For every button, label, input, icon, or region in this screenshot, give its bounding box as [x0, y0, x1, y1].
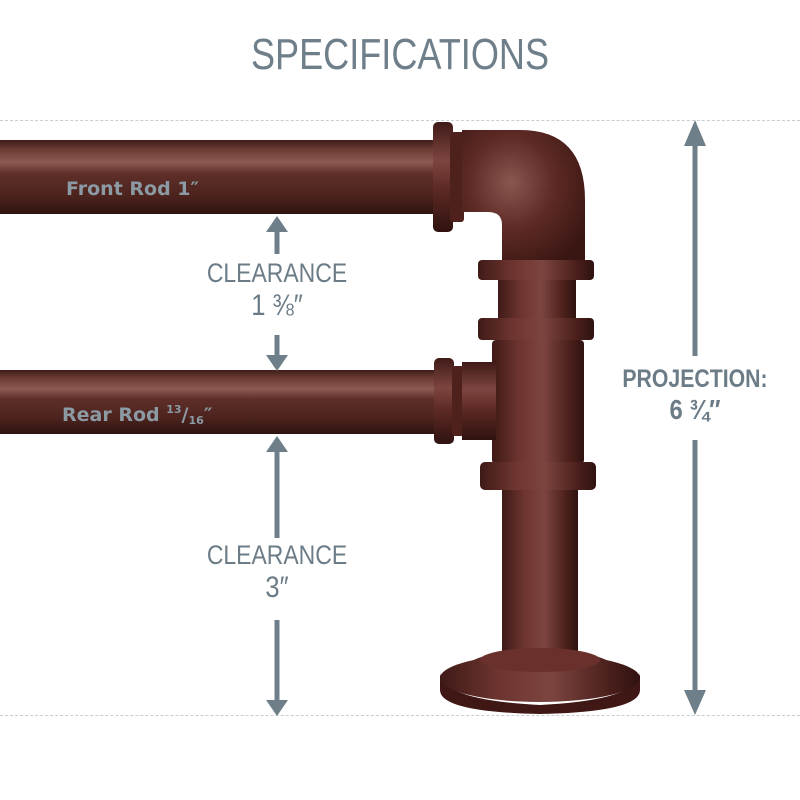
rear-rod-numerator: 13 [166, 403, 182, 416]
projection-value: 6 ¾″ [669, 394, 721, 425]
page-title: SPECIFICATIONS [250, 30, 550, 79]
clearance-top-caption: CLEARANCE [206, 258, 348, 288]
rear-rod-label: Rear Rod 13/16″ [62, 403, 213, 427]
top-guide-line [0, 120, 800, 121]
rear-rod-denominator: 16 [188, 414, 204, 427]
clearance-bottom-caption: CLEARANCE [206, 540, 348, 570]
clearance-bottom-value: 3″ [265, 571, 289, 604]
clearance-top-value: 1 ⅜″ [251, 289, 303, 322]
clearance-top-label: CLEARANCE 1 ⅜″ [177, 258, 377, 323]
clearance-top-arrows [266, 216, 288, 371]
projection-arrows [684, 120, 706, 715]
projection-caption: PROJECTION: [622, 365, 768, 393]
bottom-guide-line [0, 715, 800, 716]
rear-rod [0, 370, 440, 434]
front-rod [0, 140, 440, 214]
clearance-bottom-arrows [266, 436, 288, 716]
clearance-bottom-label: CLEARANCE 3″ [177, 540, 377, 605]
rear-rod-name: Rear Rod [62, 404, 160, 426]
rear-rod-unit: ″ [203, 404, 213, 426]
front-rod-label: Front Rod 1″ [66, 178, 200, 200]
projection-label: PROJECTION: 6 ¾″ [595, 365, 795, 426]
